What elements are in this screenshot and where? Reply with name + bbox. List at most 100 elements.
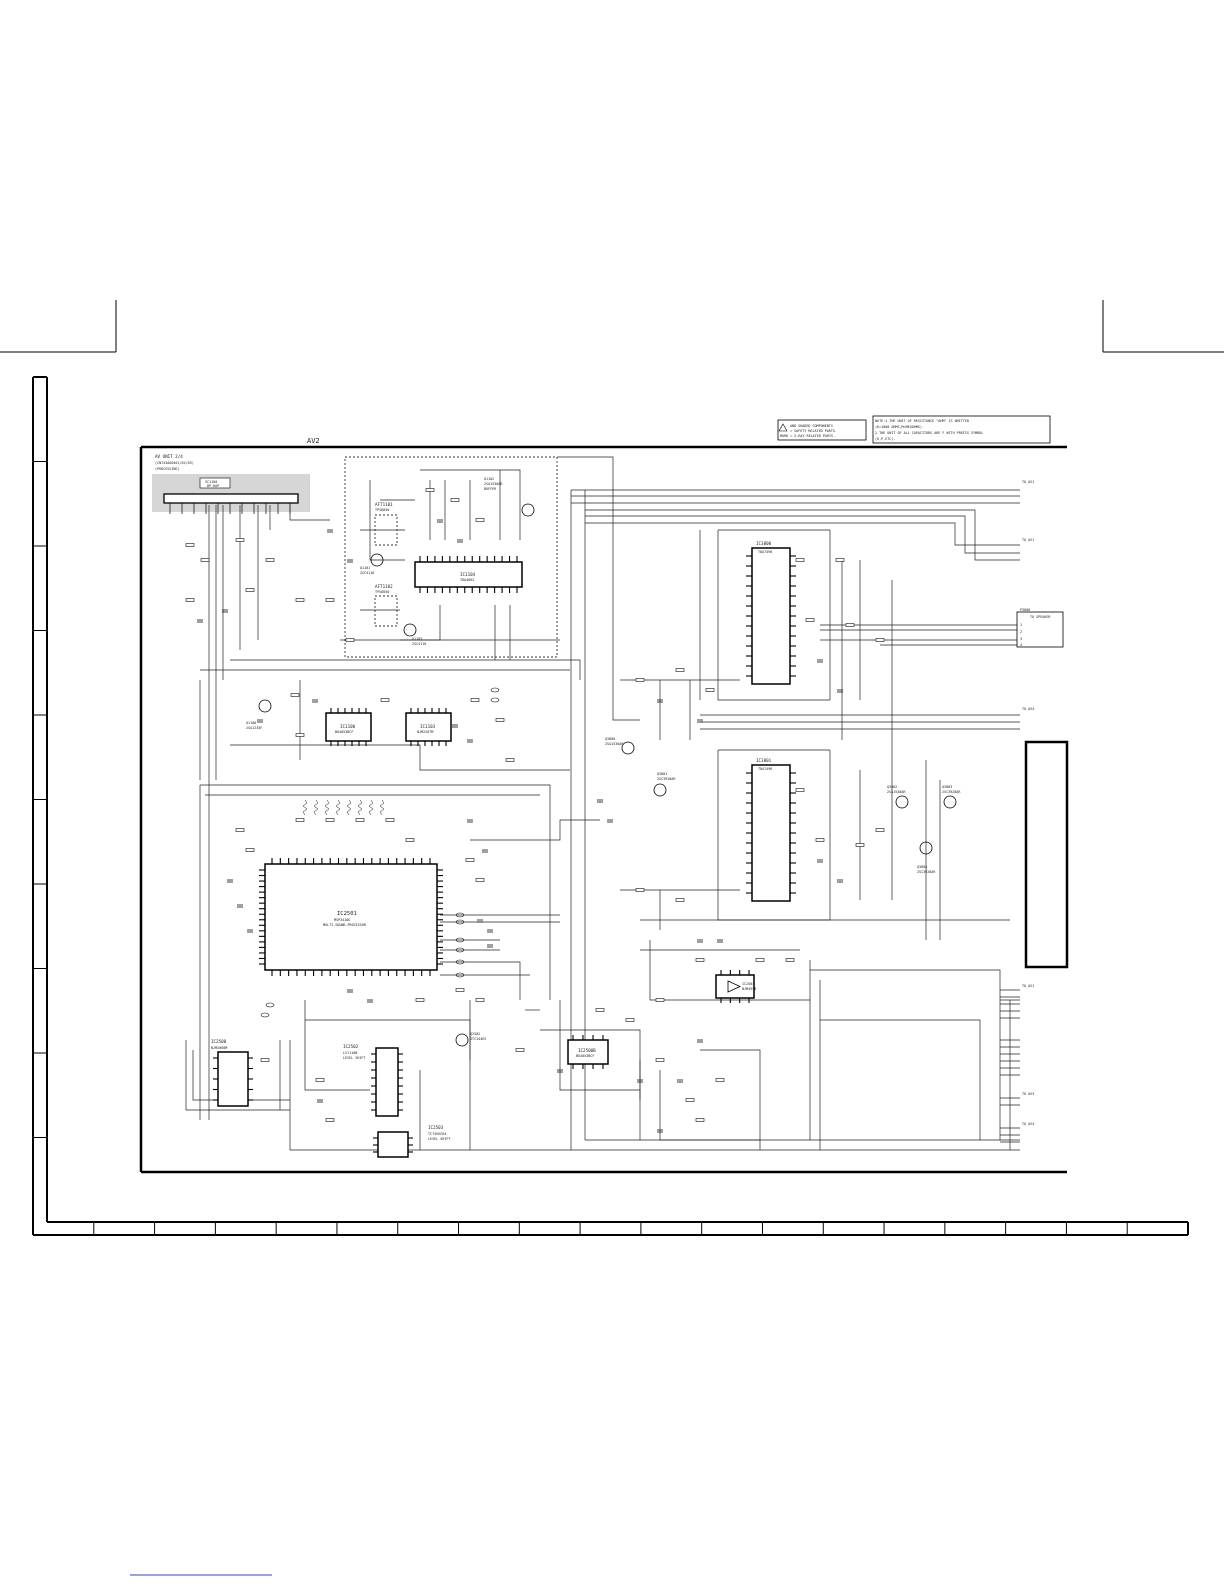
ic2501-desc: MULTI-SOUND-PROCESSOR xyxy=(323,923,367,927)
tuner-modules: AFT1101 TPS6850 AFT1102 TPS6850 xyxy=(374,502,398,627)
row-ticks xyxy=(33,461,47,1138)
warning-icon xyxy=(778,423,788,432)
ic2500b-ref: IC2500B xyxy=(578,1048,596,1053)
transistor-q1102: Q1102 2SA1530AR BUFFER xyxy=(484,477,535,517)
ic3800 xyxy=(751,547,791,685)
connector-label: SC1100 xyxy=(205,480,217,484)
ic2503-ref: IC2503 xyxy=(428,1125,444,1130)
speaker-label: TO SPEAKER xyxy=(1030,615,1051,619)
speaker-connector: P3800 TO SPEAKER 1 2 3 4 xyxy=(1016,608,1064,648)
unit-info-line-3: (PROCESSING) xyxy=(155,467,180,471)
ic2504 xyxy=(715,974,755,999)
ic3800-ref: IC3800 xyxy=(756,541,772,546)
transistor-q3800: Q3800 2SA1530AR xyxy=(605,737,635,755)
svg-text:BUFFER: BUFFER xyxy=(484,487,497,491)
svg-text:4: 4 xyxy=(1020,643,1022,647)
svg-text:TO AV1: TO AV1 xyxy=(1022,538,1034,542)
ic2500-part: NJM2060M xyxy=(211,1046,227,1050)
note-line-4: (U,P,ETC). xyxy=(875,437,895,441)
svg-text:Q3804: Q3804 xyxy=(917,865,927,869)
note-box: AND SHADED COMPONENTS = SAFETY RELATED P… xyxy=(777,415,1051,444)
unit-frame: AV2 xyxy=(139,437,1069,1174)
ruler-frame xyxy=(32,376,1189,1236)
ic2502-part: LV1116N xyxy=(343,1051,357,1055)
note-line-2: (K=1000 OHMS,M=MEGOHMS). xyxy=(875,425,924,429)
svg-text:Q1100: Q1100 xyxy=(246,721,256,725)
svg-text:2SC4116: 2SC4116 xyxy=(412,642,426,646)
right-connectors: TO AV1 TO AV1 TO AV4 TO AV1 TO AV3 TO AV… xyxy=(1022,480,1034,1126)
note-line-1: NOTE:1.THE UNIT OF RESISTANCE "OHM" IS O… xyxy=(875,419,969,423)
ic3800-part: TDA7496 xyxy=(758,550,772,554)
svg-text:1: 1 xyxy=(1020,623,1022,627)
aft1102-ref: AFT1102 xyxy=(375,584,393,589)
svg-text:Q3800: Q3800 xyxy=(605,737,615,741)
svg-text:TO AV4: TO AV4 xyxy=(1022,707,1034,711)
svg-text:TO AV1: TO AV1 xyxy=(1022,984,1034,988)
ic2503 xyxy=(377,1131,409,1158)
ic2502 xyxy=(375,1047,399,1117)
unit-info-line-1: AV UNIT 2/4 xyxy=(155,454,183,459)
transistor-q1101: Q1101 2SC4116 xyxy=(360,553,384,575)
svg-text:2SC3928AR: 2SC3928AR xyxy=(657,777,676,781)
transistor-q3801: Q3801 2SC3928AR xyxy=(653,772,676,797)
transistor-q3802: Q3802 2SA1530AR xyxy=(887,785,909,809)
svg-text:3: 3 xyxy=(1020,637,1022,641)
ic2502-desc: LEVEL SHIFT xyxy=(343,1056,365,1060)
unit-info: AV UNIT 2/4 (CN743AA0401/02/03) (PROCESS… xyxy=(155,454,194,471)
svg-text:2SC4116: 2SC4116 xyxy=(360,571,374,575)
svg-text:2SA1530AR: 2SA1530AR xyxy=(605,742,624,746)
ic2502-ref: IC2502 xyxy=(343,1044,359,1049)
crop-marks xyxy=(0,300,1224,353)
ic1100-part: BU4053BCF xyxy=(335,730,353,734)
svg-text:Q3803: Q3803 xyxy=(942,785,952,789)
svg-text:Q3802: Q3802 xyxy=(887,785,897,789)
svg-text:Q3801: Q3801 xyxy=(657,772,667,776)
transistor-q1103: Q1103 2SC4116 xyxy=(403,623,426,646)
svg-text:Q2502: Q2502 xyxy=(470,1032,480,1036)
svg-text:Q1101: Q1101 xyxy=(360,566,370,570)
ic1100-ref: IC1100 xyxy=(340,724,356,729)
note-line-3: 2.THE UNIT OF ALL CAPACITORS ARE F WITH … xyxy=(875,431,983,435)
svg-text:2SA1530AR: 2SA1530AR xyxy=(887,790,906,794)
ic2500 xyxy=(217,1051,249,1107)
ic3801 xyxy=(751,764,791,902)
ic2501-ref: IC2501 xyxy=(337,911,357,917)
ic1103 xyxy=(405,712,452,742)
svg-text:Q1102: Q1102 xyxy=(484,477,494,481)
safety-line-1: AND SHADED COMPONENTS xyxy=(790,424,833,428)
svg-text:2SC3928AR: 2SC3928AR xyxy=(917,870,936,874)
ic1103-part: NJM2267M xyxy=(417,730,433,734)
ic2501 xyxy=(264,863,438,971)
ic2500-ref: IC2500 xyxy=(211,1039,227,1044)
ic1104-ref: IC1104 xyxy=(460,572,476,577)
svg-text:TO AV1: TO AV1 xyxy=(1022,480,1034,484)
ic1103-ref: IC1103 xyxy=(420,724,436,729)
transistors: Q1102 2SA1530AR BUFFER Q1101 2SC4116 Q11… xyxy=(246,477,961,1047)
svg-text:DTC144ES: DTC144ES xyxy=(470,1037,486,1041)
svg-text:TO AV4: TO AV4 xyxy=(1022,1122,1034,1126)
transistor-q2502: Q2502 DTC144ES xyxy=(455,1032,486,1047)
wiring xyxy=(185,456,1020,1151)
ic2504-part: NJM4558 xyxy=(742,987,756,991)
ic2500b xyxy=(567,1039,609,1065)
transistor-q1100: Q1100 2SA1235F xyxy=(246,699,272,730)
transistor-q3803: Q3803 2SC3928AR xyxy=(942,785,961,809)
ic1104 xyxy=(414,561,523,588)
col-ticks xyxy=(93,1222,1128,1235)
ic1100 xyxy=(325,712,372,742)
transistor-q3804: Q3804 2SC3928AR xyxy=(917,841,936,874)
svg-text:Q1103: Q1103 xyxy=(412,637,422,641)
svg-text:2: 2 xyxy=(1020,630,1022,634)
safety-line-2: = SAFETY RELATED PARTS. xyxy=(790,429,837,433)
ic3801-part: TDA7496 xyxy=(758,767,772,771)
connector-sub: DP-KAP xyxy=(207,484,219,488)
ic2503-part: TC74VHC04 xyxy=(428,1132,446,1136)
ic3801-ref: IC3801 xyxy=(756,758,772,763)
ic2501-part: MSP3410G xyxy=(334,918,350,922)
connector-sc1100: SC1100 DP-KAP xyxy=(152,474,310,514)
unit-info-line-2: (CN743AA0401/02/03) xyxy=(155,461,194,465)
tuner-block-outline xyxy=(344,456,558,658)
ic2504-ref: IC2504 xyxy=(742,982,754,986)
ic-bodies: IC1104 TDA4662 IC1100 BU4053BCF IC1103 N… xyxy=(211,541,796,1158)
speaker-ref: P3800 xyxy=(1020,608,1030,612)
